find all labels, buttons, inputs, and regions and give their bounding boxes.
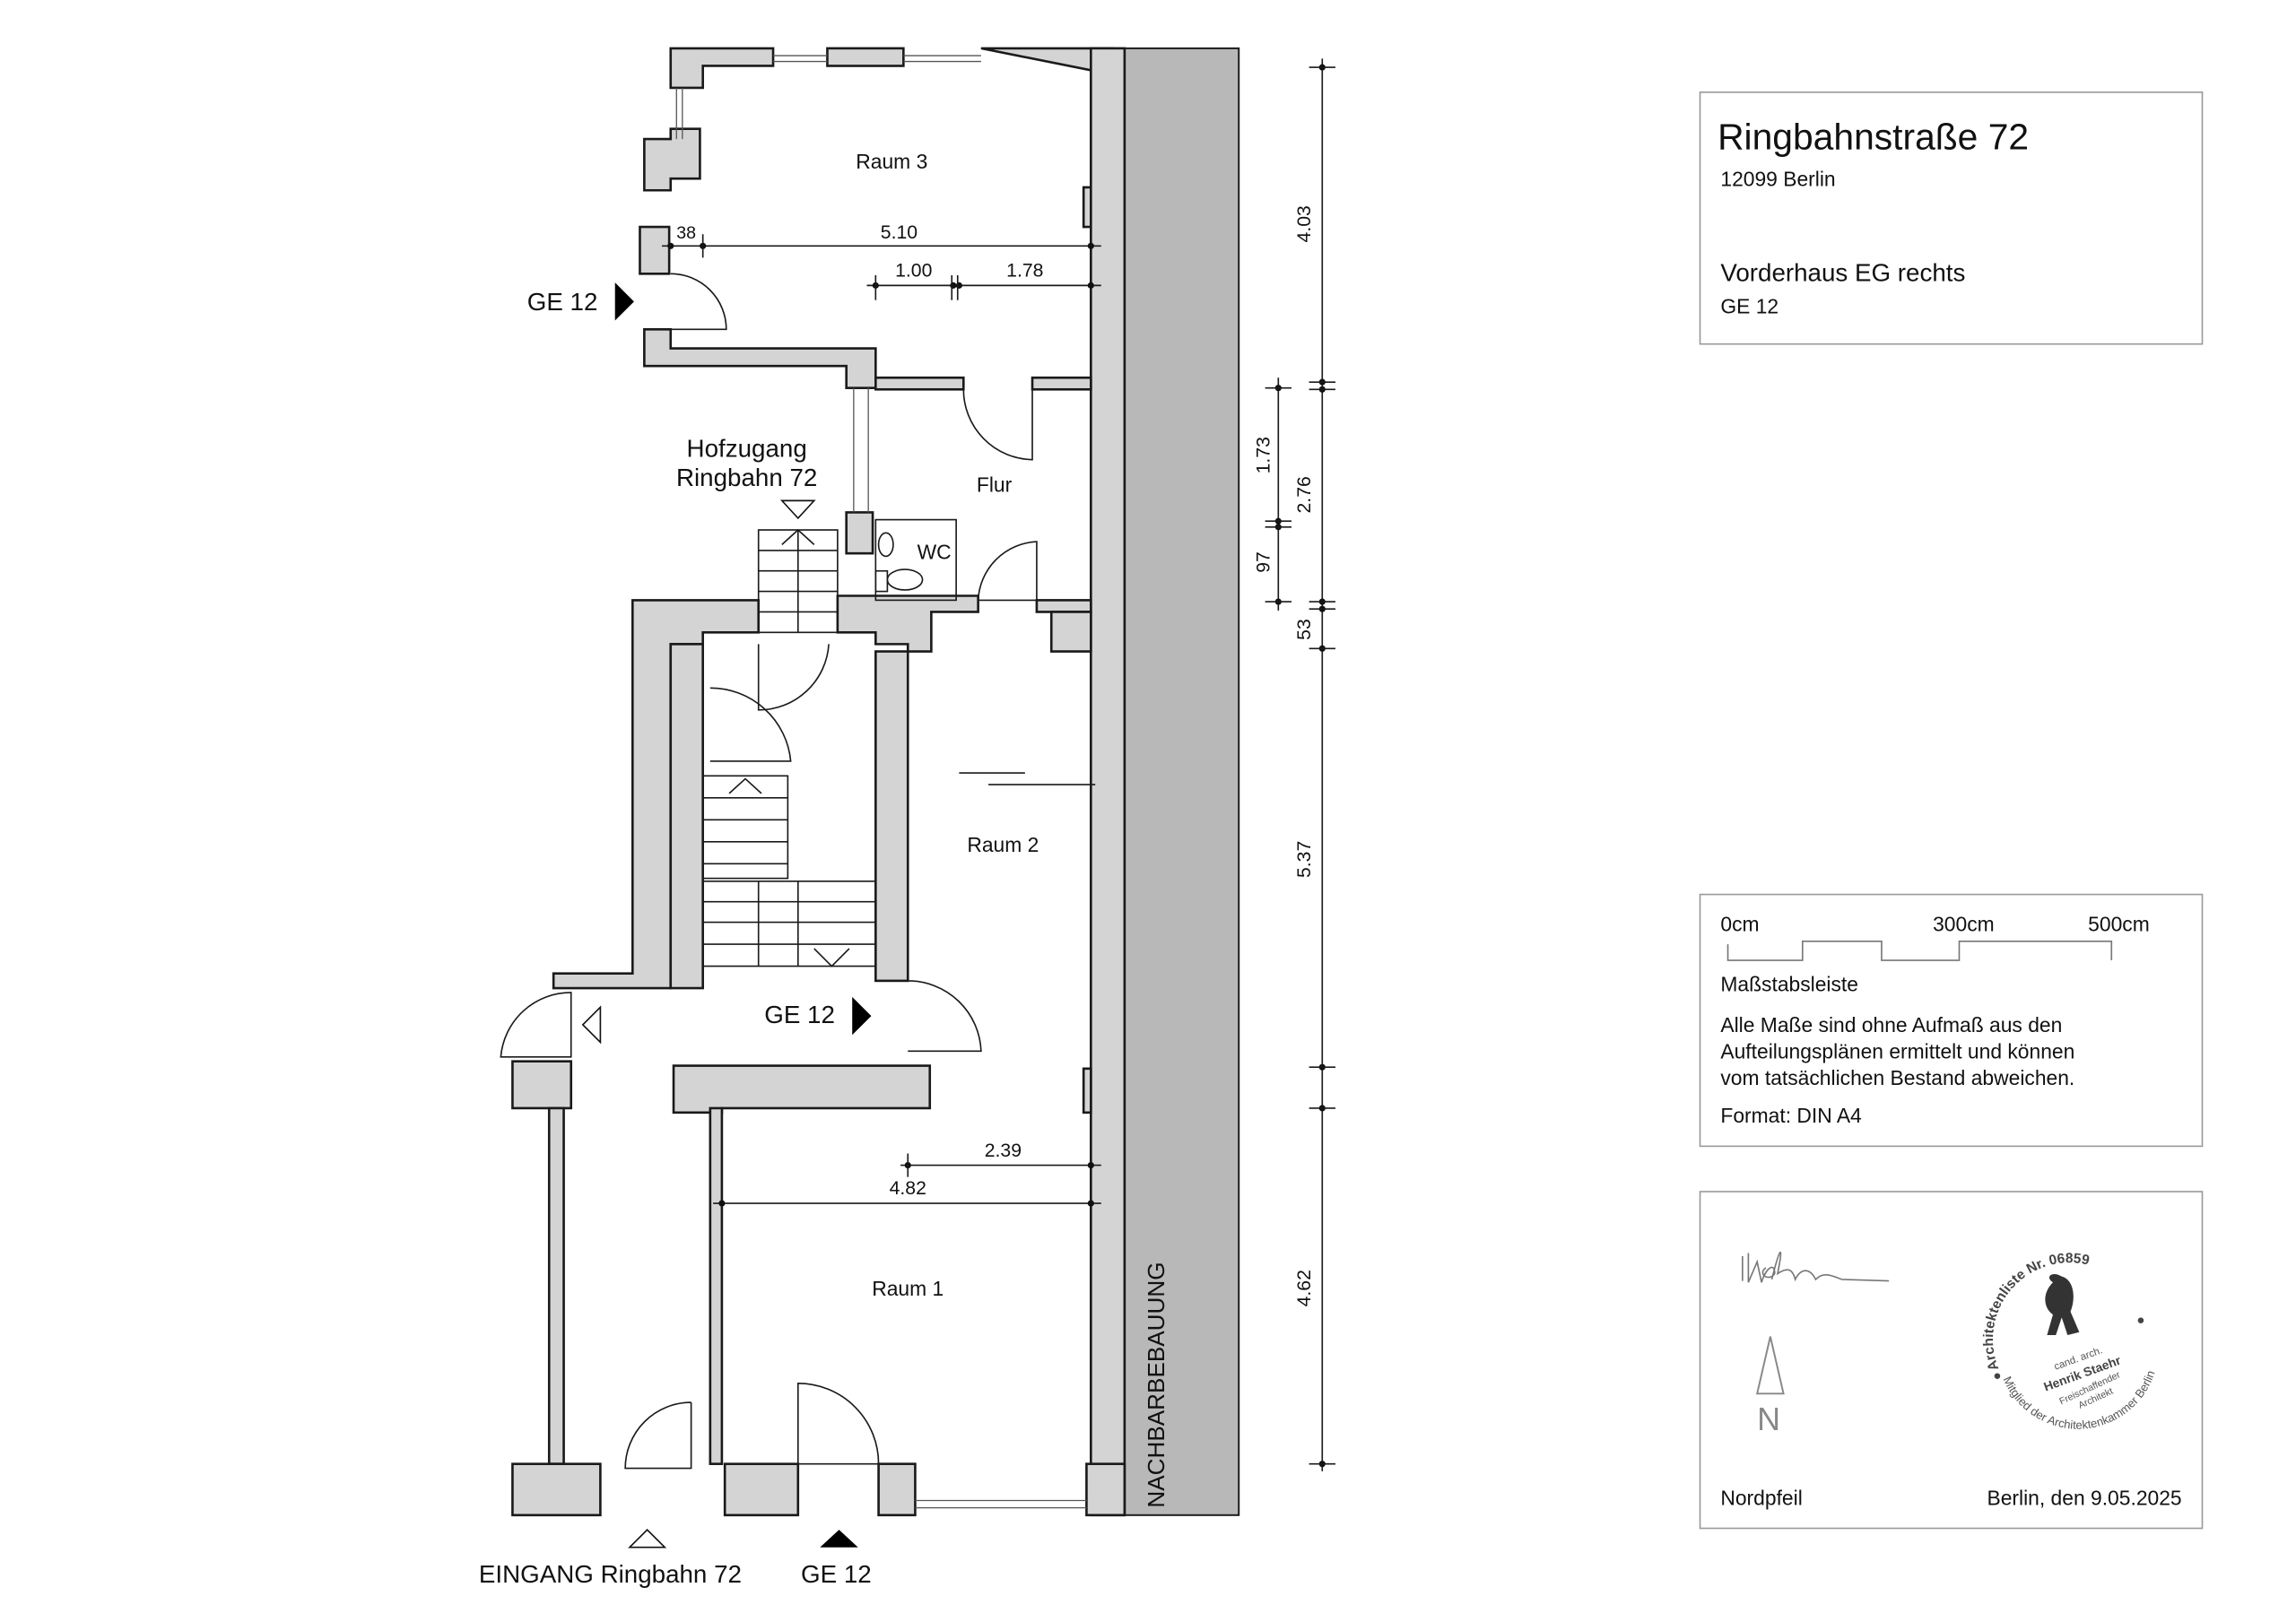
disclaimer-line-1: Alle Maße sind ohne Aufmaß aus den [1720, 1013, 2062, 1037]
walls [511, 47, 1126, 1517]
north-arrow-icon [1755, 1336, 1785, 1395]
north-letter: N [1757, 1401, 1780, 1437]
scale-bar [1726, 940, 2113, 961]
dimension-462: 4.62 [1294, 1270, 1315, 1306]
dimension-38: 38 [676, 223, 696, 243]
address-city: 12099 Berlin [1720, 167, 1835, 190]
disclaimer-line-3: vom tatsächlichen Bestand abweichen. [1720, 1066, 2074, 1089]
dimension-403: 4.03 [1294, 205, 1315, 242]
signature-date: Berlin, den 9.05.2025 [1987, 1486, 2181, 1509]
signature-block: N Architektenliste Nr. 06859 Mitglied de… [1699, 1191, 2204, 1530]
dimension-100: 1.00 [895, 261, 932, 282]
unit-entrance-marker-icon [820, 1530, 858, 1548]
dimension-lines-vertical [1265, 58, 1335, 1471]
north-arrow-label: Nordpfeil [1720, 1486, 1802, 1509]
stair-entrance-marker-icon [581, 1005, 602, 1045]
scale-block: 0cm 300cm 500cm Maßstabsleiste Alle Maße… [1699, 893, 2204, 1148]
address-street: Ringbahnstraße 72 [1718, 117, 2029, 158]
main-entrance-marker-icon [628, 1528, 667, 1548]
wc-fixtures [874, 518, 957, 602]
dimension-lines-horizontal [661, 234, 1101, 1207]
dimension-537: 5.37 [1294, 841, 1315, 878]
dimension-173: 1.73 [1254, 437, 1274, 473]
unit-description: Vorderhaus EG rechts [1720, 258, 1965, 286]
title-block: Ringbahnstraße 72 12099 Berlin Vorderhau… [1699, 91, 2204, 345]
unit-entrance-label-top: GE 12 [527, 288, 598, 316]
entrance-marker-icon [852, 996, 872, 1036]
unit-entrance-label-mid: GE 12 [764, 1001, 835, 1028]
scale-tick-500: 500cm [2088, 912, 2150, 935]
entrance-marker-icon [614, 282, 634, 321]
dimension-239: 2.39 [985, 1141, 1022, 1161]
windows [675, 55, 1096, 1509]
courtyard-access-label-2: Ringbahn 72 [676, 464, 817, 491]
doors [500, 273, 1038, 1470]
room-label-raum3: Raum 3 [856, 150, 927, 173]
dimension-53: 53 [1294, 619, 1315, 640]
main-entrance-label: EINGANG Ringbahn 72 [479, 1560, 742, 1588]
courtyard-access-label: Hofzugang [687, 434, 807, 462]
dimension-276: 2.76 [1294, 476, 1315, 513]
scale-tick-300: 300cm [1933, 912, 1995, 935]
dimension-178: 1.78 [1006, 261, 1043, 282]
courtyard-marker-icon [779, 499, 816, 520]
neighbour-building-label: NACHBARBEBAUUNG [1143, 1262, 1170, 1507]
signature [1742, 1251, 1890, 1283]
format-label: Format: DIN A4 [1720, 1104, 1862, 1127]
dimension-510: 5.10 [881, 222, 918, 243]
room-label-raum2: Raum 2 [967, 833, 1039, 856]
bear-emblem-icon [2045, 1273, 2080, 1335]
dimension-482: 4.82 [890, 1178, 926, 1199]
stairs [701, 528, 877, 967]
scale-label: Maßstabsleiste [1720, 972, 1858, 995]
room-label-flur: Flur [977, 473, 1013, 497]
room-label-raum1: Raum 1 [872, 1277, 944, 1300]
unit-code: GE 12 [1720, 294, 1779, 317]
neighbour-building: NACHBARBEBAUUNG [1123, 47, 1240, 1516]
unit-entrance-label-bottom: GE 12 [801, 1560, 872, 1588]
room-label-wc: WC [918, 541, 952, 564]
dimension-97: 97 [1254, 551, 1274, 573]
scale-tick-0: 0cm [1720, 912, 1759, 935]
disclaimer-line-2: Aufteilungsplänen ermittelt und können [1720, 1039, 2074, 1063]
